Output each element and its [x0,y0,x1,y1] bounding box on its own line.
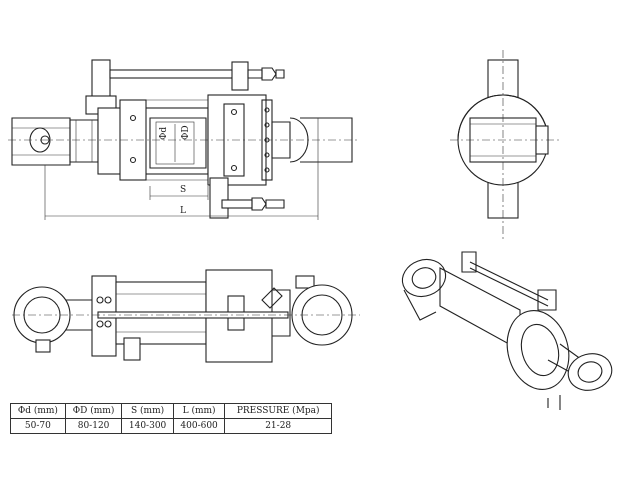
spec-value-row: 50-70 80-120 140-300 400-600 21-28 [10,418,332,434]
tie-rod-top [109,69,241,79]
spec-value-cell: 400-600 [172,418,226,434]
spec-header-cell: Φd (mm) [10,403,66,419]
spec-header-cell: ΦD (mm) [64,403,123,419]
end-view [450,50,560,240]
front-view: S L Φd ΦD [8,59,360,220]
spec-header-row: Φd (mm) ΦD (mm) S (mm) L (mm) PRESSURE (… [10,403,332,419]
iso-flange [506,310,570,390]
spec-value-cell: 50-70 [10,418,66,434]
spec-value-cell: 21-28 [224,418,332,434]
spec-value-cell: 140-300 [121,418,174,434]
spec-value-cell: 80-120 [64,418,123,434]
isometric-view [401,251,613,410]
cylinder-barrel [97,107,209,175]
rod-diameter-label: Φd [159,127,169,140]
length-label: L [180,206,186,216]
rear-eye-body [11,117,71,166]
bore-diameter-label: ΦD [181,125,191,140]
spec-header-cell: S (mm) [121,403,174,419]
stroke-label: S [180,185,186,195]
top-view [12,269,360,363]
spec-header-cell: PRESSURE (Mpa) [224,403,332,419]
spec-header-cell: L (mm) [172,403,226,419]
spec-table: Φd (mm) ΦD (mm) S (mm) L (mm) PRESSURE (… [10,403,332,434]
